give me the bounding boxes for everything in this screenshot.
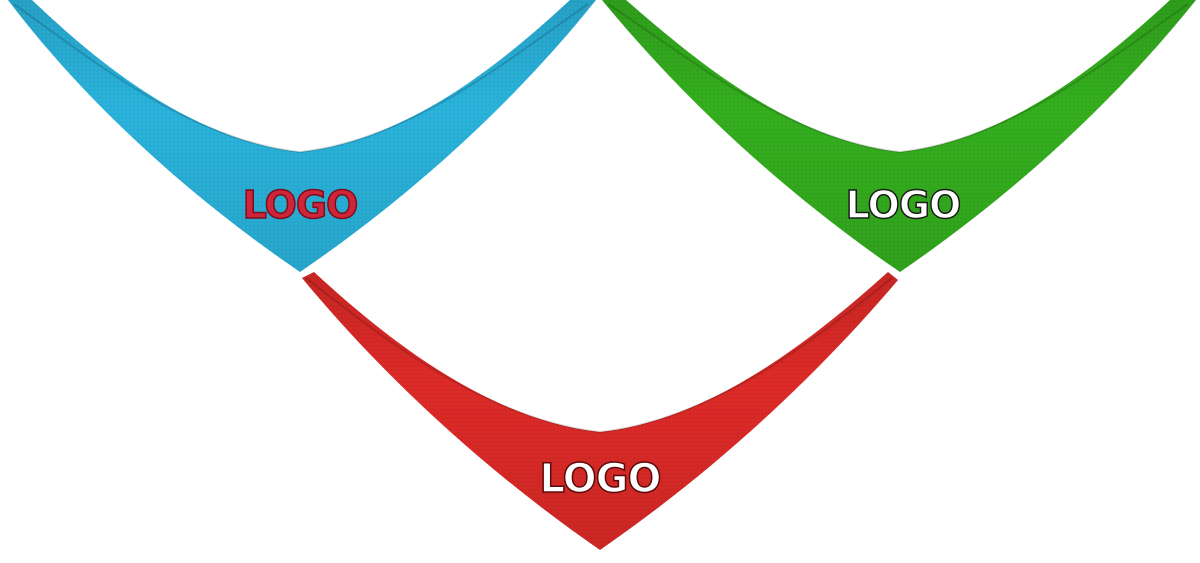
logo-text-red: LOGO: [540, 456, 661, 502]
bandana-green: LOGO: [600, 0, 1200, 280]
bandana-green-shape: LOGO: [602, 0, 1196, 272]
bandana-red-shape: LOGO: [302, 272, 898, 550]
logo-text-blue: LOGO: [243, 183, 358, 227]
bandana-red: LOGO: [300, 272, 900, 558]
logo-text-green: LOGO: [846, 183, 961, 227]
bandana-blue: LOGO: [0, 0, 600, 280]
bandana-blue-shape: LOGO: [8, 0, 596, 272]
